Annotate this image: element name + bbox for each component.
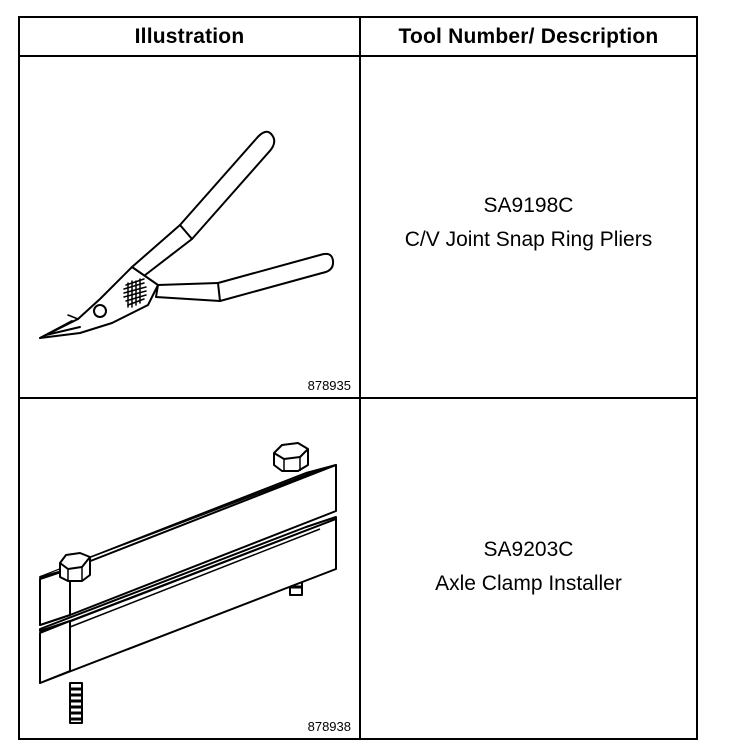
axle-clamp-installer-icon — [39, 442, 337, 724]
illustration-cell-2: 878938 — [20, 399, 359, 738]
tool-table: Illustration Tool Number/ Description — [18, 16, 698, 740]
figure-number-2: 878938 — [307, 719, 351, 734]
tool-description-1: C/V Joint Snap Ring Pliers — [404, 228, 653, 251]
description-cell-2: SA9203C Axle Clamp Installer — [361, 399, 696, 738]
tool-number-2: SA9203C — [483, 537, 574, 561]
illustration-cell-1: 878935 — [20, 57, 359, 397]
illustration-header: Illustration — [134, 24, 245, 48]
row-divider — [20, 397, 696, 399]
snap-ring-pliers-icon — [39, 130, 335, 339]
figure-number-1: 878935 — [307, 378, 351, 393]
tool-description-header: Tool Number/ Description — [398, 24, 659, 48]
description-cell-1: SA9198C C/V Joint Snap Ring Pliers — [361, 57, 696, 397]
tool-description-2: Axle Clamp Installer — [435, 571, 622, 595]
column-divider — [359, 18, 361, 738]
tool-number-1: SA9198C — [483, 194, 574, 217]
header-divider — [20, 55, 696, 57]
